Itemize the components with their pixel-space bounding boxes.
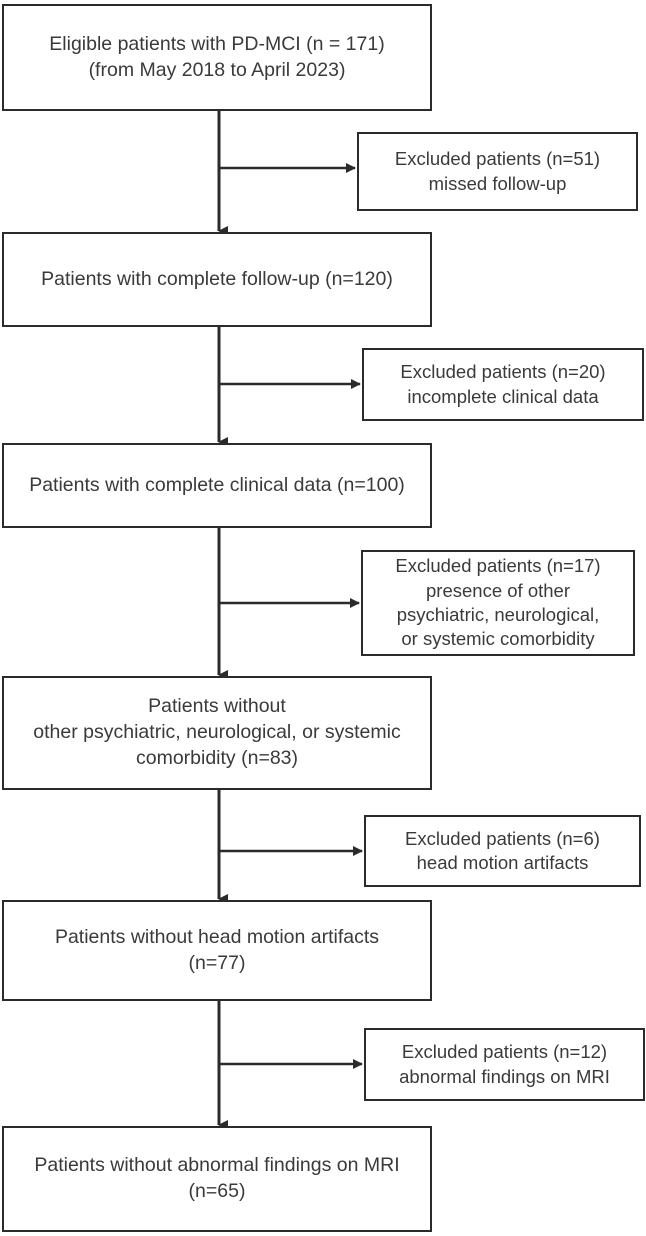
node-excluded-head-motion: Excluded patients (n=6) head motion arti…: [364, 815, 641, 887]
node-excluded-missed-followup: Excluded patients (n=51) missed follow-u…: [357, 132, 638, 211]
node-excluded-abnormal-mri: Excluded patients (n=12) abnormal findin…: [364, 1028, 645, 1101]
node-label: Excluded patients (n=51) missed follow-u…: [394, 148, 601, 194]
node-label: Patients with complete follow-up (n=120): [41, 267, 393, 290]
node-excluded-comorbidity: Excluded patients (n=17) presence of oth…: [361, 550, 635, 656]
node-label: Excluded patients (n=12) abnormal findin…: [399, 1041, 610, 1087]
node-label: Excluded patients (n=17) presence of oth…: [395, 555, 601, 650]
node-eligible: Eligible patients with PD-MCI (n = 171) …: [2, 4, 432, 111]
node-label: Patients without head motion artifacts (…: [54, 925, 380, 974]
node-complete-clinical-data: Patients with complete clinical data (n=…: [2, 443, 432, 528]
node-label: Patients without abnormal findings on MR…: [34, 1154, 400, 1202]
node-label: Excluded patients (n=6) head motion arti…: [405, 827, 600, 873]
node-label: Eligible patients with PD-MCI (n = 171) …: [49, 32, 385, 81]
node-complete-followup: Patients with complete follow-up (n=120): [2, 232, 432, 327]
node-no-abnormal-mri: Patients without abnormal findings on MR…: [2, 1126, 432, 1232]
node-no-comorbidity: Patients without other psychiatric, neur…: [2, 676, 432, 790]
node-label: Patients without other psychiatric, neur…: [33, 695, 401, 769]
node-label: Patients with complete clinical data (n=…: [29, 473, 405, 496]
node-no-head-motion: Patients without head motion artifacts (…: [2, 900, 432, 1001]
node-excluded-incomplete-data: Excluded patients (n=20) incomplete clin…: [362, 348, 644, 421]
node-label: Excluded patients (n=20) incomplete clin…: [400, 361, 606, 407]
